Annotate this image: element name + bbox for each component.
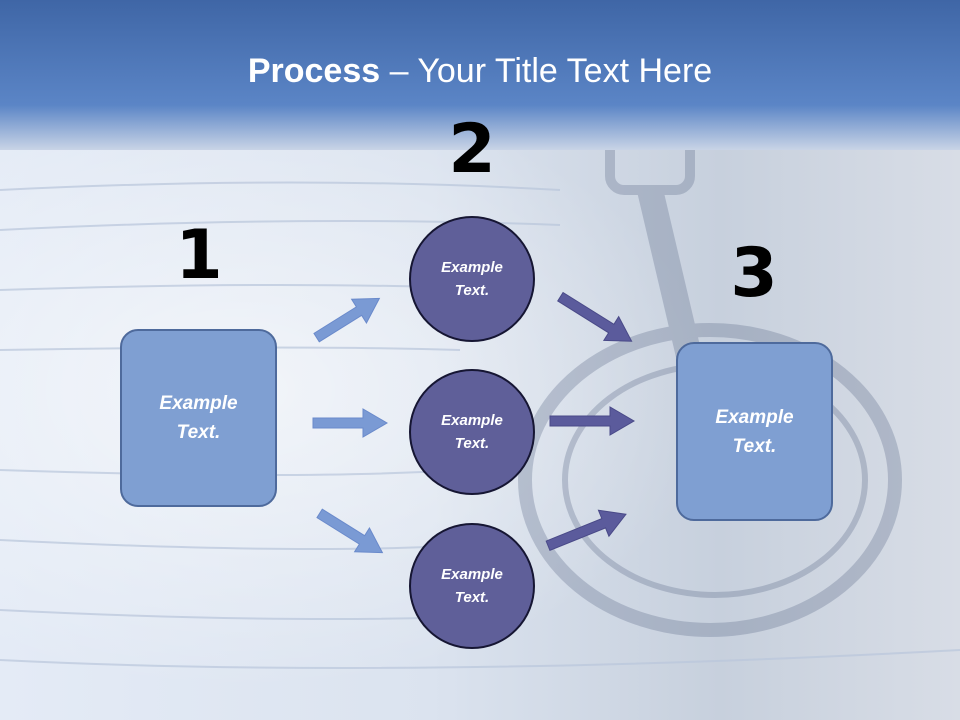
step-3-text: Example Text. — [715, 406, 794, 457]
circle-text: Example Text. — [441, 259, 503, 299]
step-2-circle-top: Example Text. — [409, 216, 535, 342]
title-bold: Process — [247, 52, 381, 90]
slide-title: Process – Your Title Text Here — [0, 52, 960, 91]
circle-text: Example Text. — [441, 412, 503, 452]
step-1-text: Example Text. — [159, 393, 238, 443]
step-1-box: Example Text. — [120, 329, 277, 507]
step-1-number: 1 — [175, 216, 223, 295]
step-2-circle-middle: Example Text. — [409, 369, 535, 495]
step-2-circle-bottom: Example Text. — [409, 523, 535, 649]
step-3-box: Example Text. — [676, 342, 833, 521]
step-2-number: 2 — [448, 110, 496, 189]
circle-text: Example Text. — [441, 566, 503, 606]
title-rest: – Your Title Text Here — [380, 52, 713, 90]
step-3-number: 3 — [730, 234, 778, 313]
